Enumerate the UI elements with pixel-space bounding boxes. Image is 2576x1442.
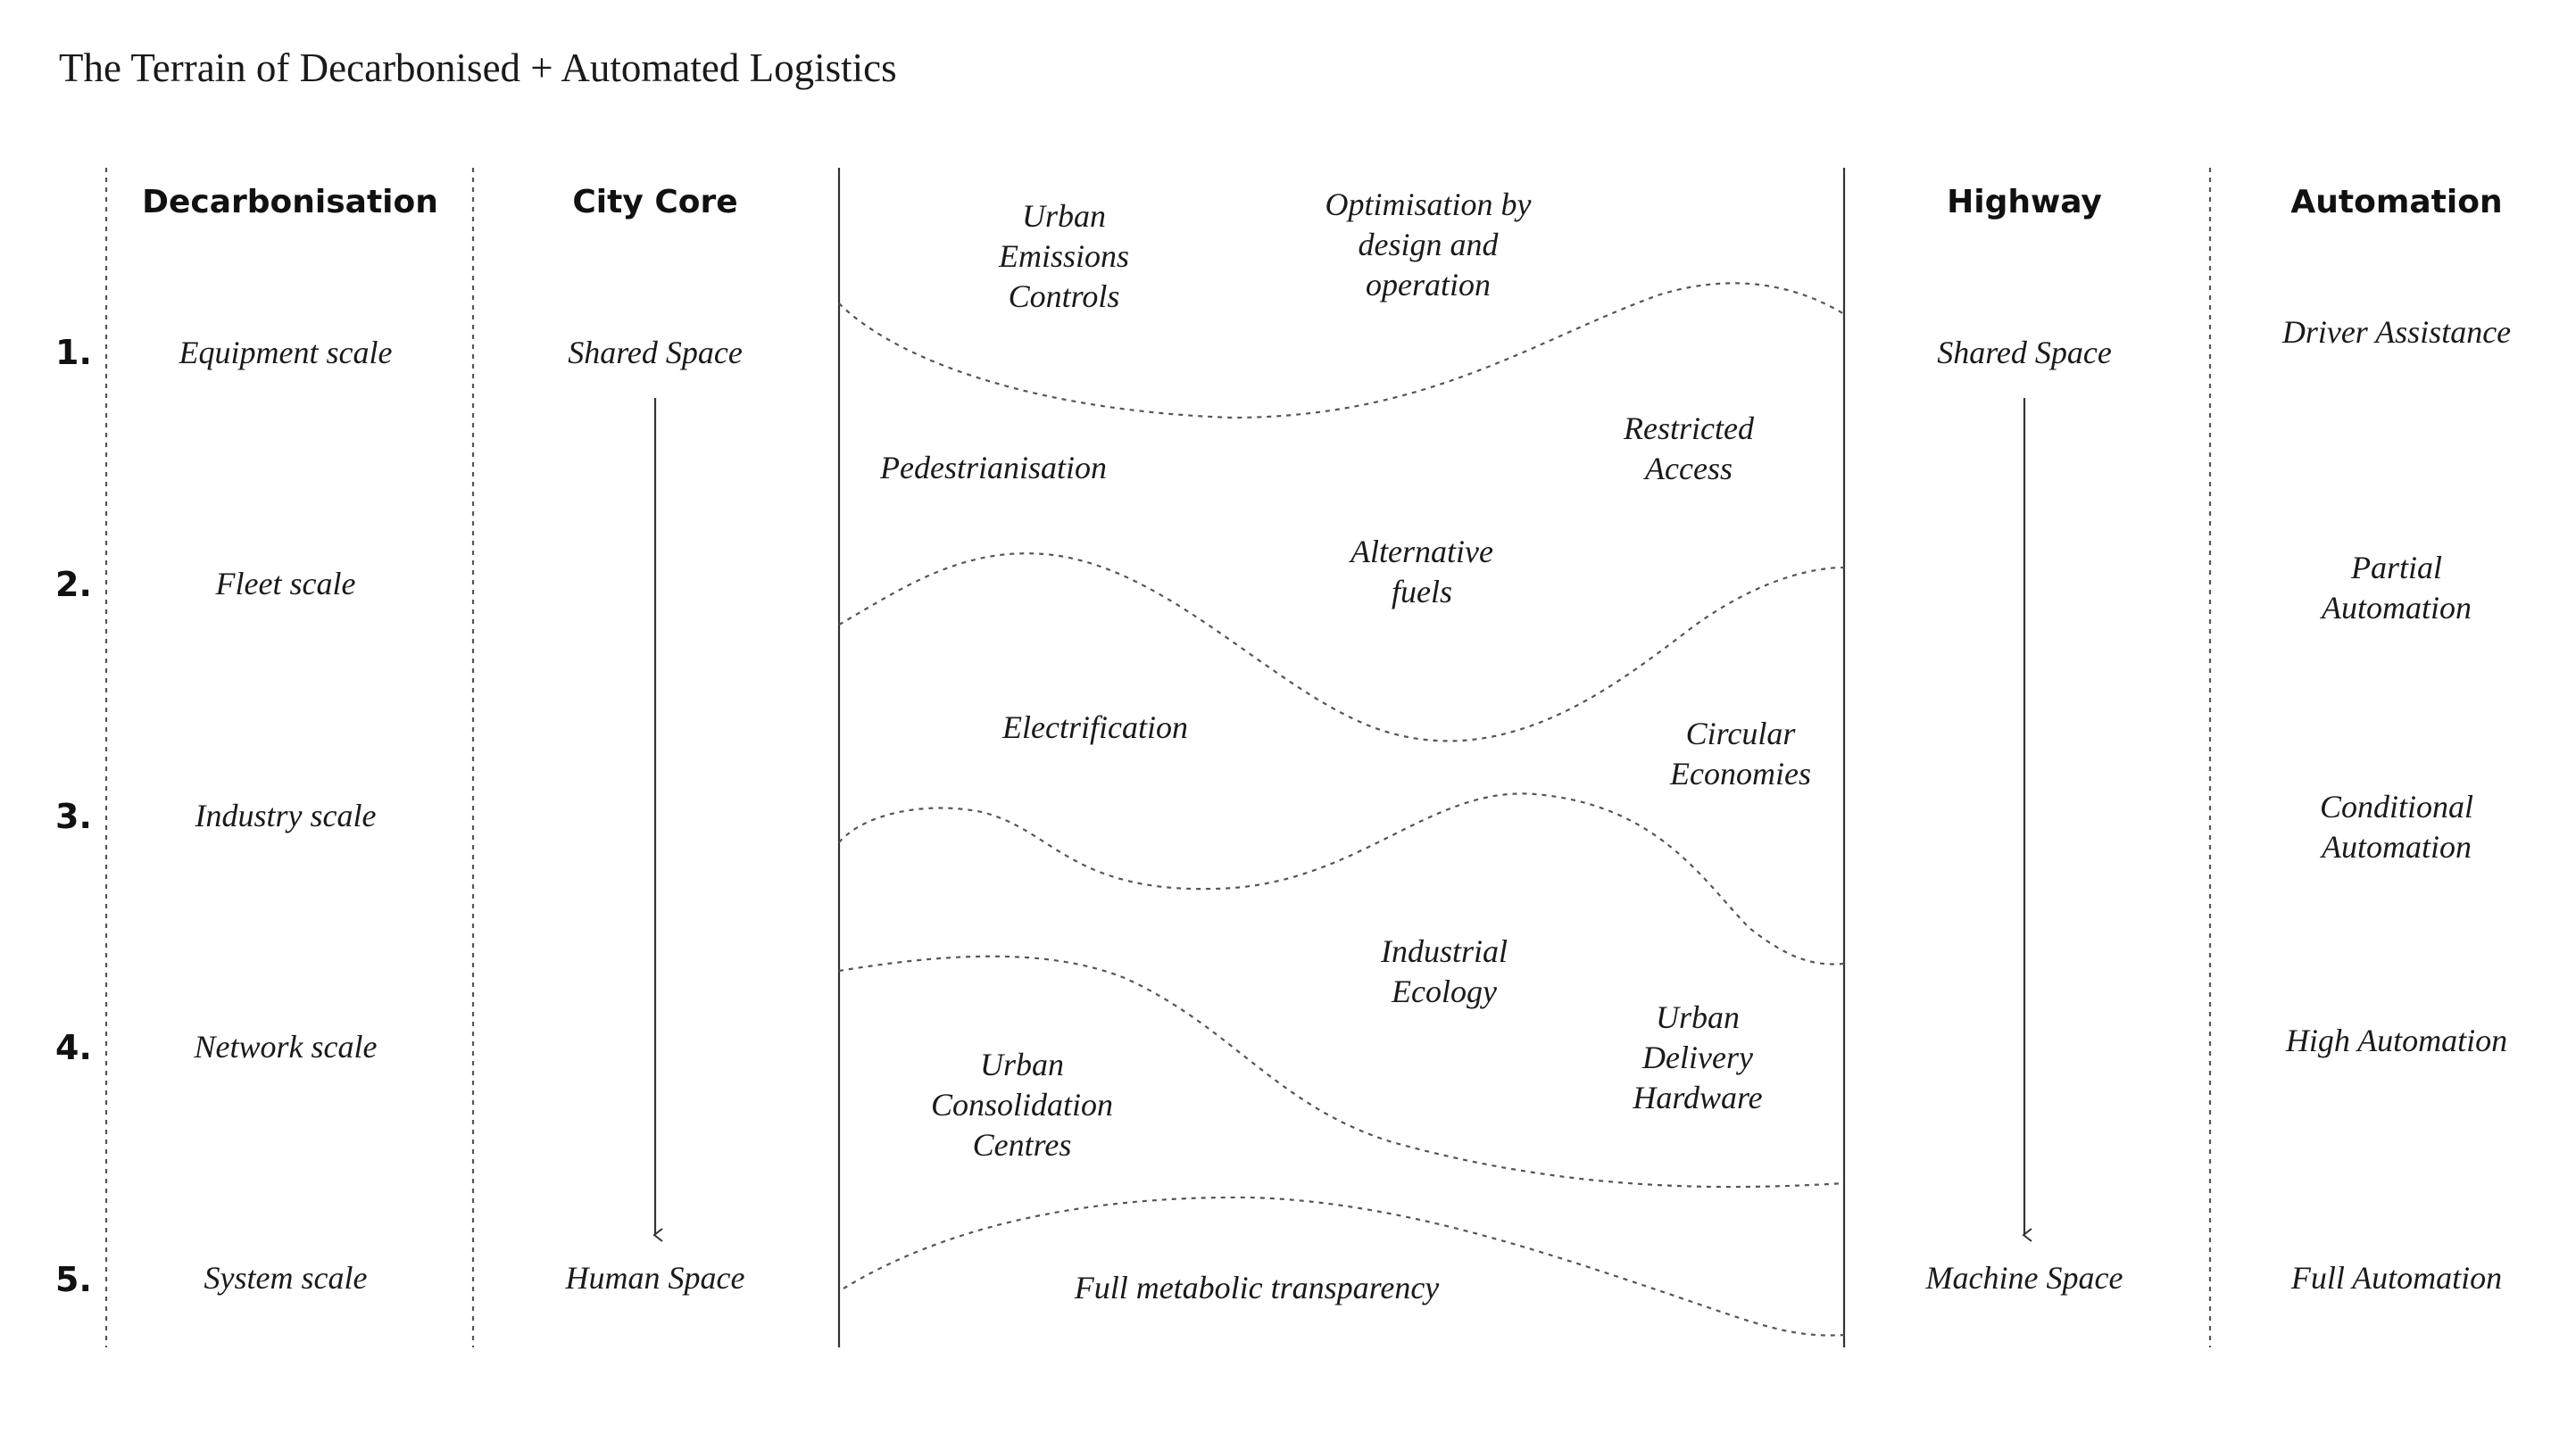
terrain-contour-2 [838,552,1845,742]
automation-high: High Automation [2285,1023,2507,1058]
row-number-1: 1. [55,333,92,372]
automation-driver-assistance: Driver Assistance [2281,314,2511,350]
header-city-core: City Core [572,184,737,220]
row-number-2: 2. [55,565,92,604]
decarbonisation-industry-scale: Industry scale [195,798,377,833]
city-core-bottom-label: Human Space [565,1260,745,1296]
row-number-5: 5. [55,1260,92,1299]
highway-bottom-label: Machine Space [1925,1260,2123,1296]
terrain-contour-1 [838,282,1845,419]
header-decarbonisation: Decarbonisation [142,184,438,220]
decarbonisation-equipment-scale: Equipment scale [179,335,393,370]
diagram-title: The Terrain of Decarbonised + Automated … [59,46,897,90]
row-number-3: 3. [55,797,92,836]
label-pedestrianisation: Pedestrianisation [879,450,1107,485]
decarbonisation-network-scale: Network scale [194,1029,378,1065]
terrain-contour-5 [843,1196,1845,1337]
label-electrification: Electrification [1001,709,1188,745]
header-automation: Automation [2290,184,2502,220]
decarbonisation-system-scale: System scale [204,1260,368,1296]
highway-top-label: Shared Space [1937,335,2112,370]
header-highway: Highway [1947,184,2102,220]
decarbonisation-fleet-scale: Fleet scale [215,566,356,601]
city-core-top-label: Shared Space [568,335,743,370]
automation-full: Full Automation [2290,1260,2502,1296]
terrain-contour-3 [838,792,1845,965]
row-number-4: 4. [55,1028,92,1067]
label-full-metabolic-transparency: Full metabolic transparency [1074,1270,1440,1305]
